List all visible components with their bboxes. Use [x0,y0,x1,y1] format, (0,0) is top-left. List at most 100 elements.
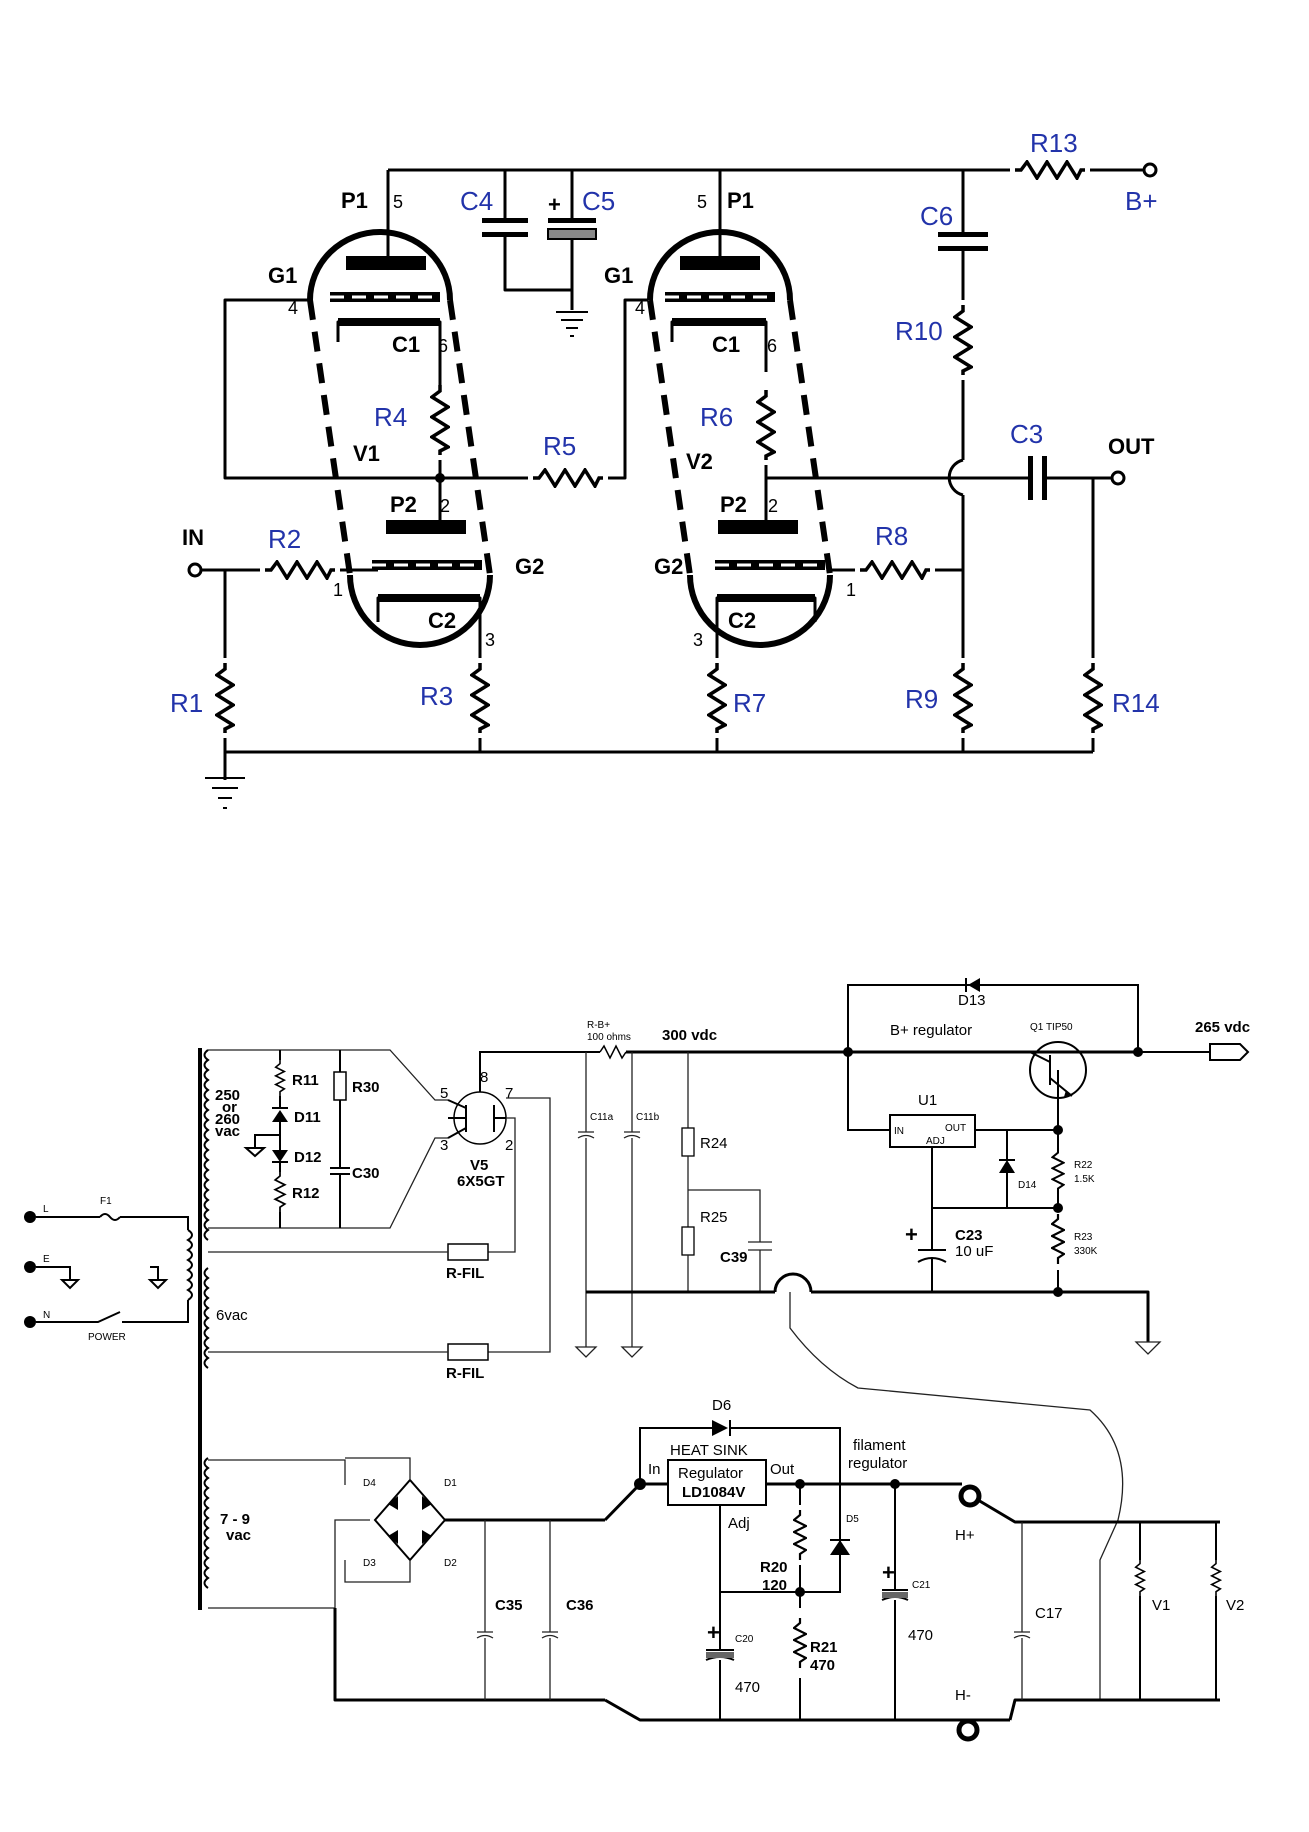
resistor-r24 [681,1127,695,1157]
label-lv-vac: vac [226,1527,251,1544]
label-c20-value: 470 [735,1679,760,1696]
resistor-r9 [953,661,973,735]
svg-text:2: 2 [440,496,450,516]
resistor-r20 [793,1508,807,1562]
label-r24: R24 [700,1135,728,1152]
label-d3: D3 [363,1558,376,1569]
resistor-rfil-2 [447,1343,489,1361]
label-c23-value: 10 uF [955,1243,993,1260]
v2-c1-label: C1 [712,332,740,357]
resistor-r1 [215,661,235,735]
power-supply-schematic: L E N F1 POWER 250 or 260 vac 6vac 7 - 9… [24,978,1250,1742]
label-rbplus-2: 100 ohms [587,1032,631,1043]
label-lv-7-9: 7 - 9 [220,1511,250,1528]
label-d6: D6 [712,1397,731,1414]
resistor-rfil-1 [447,1243,489,1261]
label-r3: R3 [420,681,453,711]
label-c4: C4 [460,186,493,216]
regulator-u1 [889,1114,976,1148]
svg-text:6: 6 [767,336,777,356]
svg-text:5: 5 [440,1085,448,1102]
resistor-r12 [274,1172,286,1212]
resistor-r5 [531,468,605,488]
v1-label: V1 [353,441,380,466]
label-hv-or: or [222,1099,237,1116]
v1-p2-label: P2 [390,492,417,517]
heater-v1 [1134,1560,1146,1596]
rectifier-tube-v5 [447,1091,507,1145]
h-plus-terminal[interactable] [958,1484,982,1508]
svg-text:1: 1 [846,580,856,600]
label-u1: U1 [918,1092,937,1109]
label-6x5gt: 6X5GT [457,1173,505,1190]
label-r22: R22 [1074,1160,1093,1171]
svg-text:5: 5 [393,192,403,212]
label-r10: R10 [895,316,943,346]
v2-p2-label: P2 [720,492,747,517]
tube-v2 [647,170,833,648]
label-heater-v2: V2 [1226,1597,1244,1614]
label-d12: D12 [294,1149,322,1166]
regulator-ld1084v [667,1459,767,1506]
label-d11: D11 [294,1109,321,1126]
label-r23-value: 330K [1074,1246,1098,1257]
label-r7: R7 [733,688,766,718]
label-c30: C30 [352,1165,380,1182]
svg-text:1: 1 [333,580,343,600]
label-hv-vac: vac [215,1123,240,1140]
label-c39: C39 [720,1249,748,1266]
label-filament: filament [853,1437,906,1454]
out-terminal[interactable] [1110,470,1126,486]
svg-text:2: 2 [505,1137,513,1154]
resistor-r-bplus [599,1044,627,1060]
in-terminal[interactable] [187,562,203,578]
label-regulator: Regulator [678,1465,743,1482]
bplus-terminal[interactable] [1142,162,1158,178]
resistor-r6 [756,388,776,462]
bridge-rectifier [373,1478,447,1562]
label-ld1084v: LD1084V [682,1484,745,1501]
svg-text:5: 5 [697,192,707,212]
v1-p1-label: P1 [341,188,368,213]
label-d14: D14 [1018,1180,1037,1191]
amplifier-schematic: R13 B+ C4 + C5 P1 5 G1 4 C1 6 V1 P2 2 G2… [170,128,1160,809]
v1-c2-label: C2 [428,608,456,633]
v2-p1-label: P1 [727,188,754,213]
label-r22-value: 1.5K [1074,1174,1095,1185]
v2-c2-label: C2 [728,608,756,633]
label-r12: R12 [292,1185,320,1202]
v2-label: V2 [686,449,713,474]
label-heat-sink: HEAT SINK [670,1442,748,1459]
label-c20: C20 [735,1634,754,1645]
label-r4: R4 [374,402,407,432]
resistor-r8 [858,560,932,580]
h-minus-terminal[interactable] [956,1718,980,1742]
label-d5: D5 [846,1514,859,1525]
label-r2: R2 [268,524,301,554]
svg-text:4: 4 [635,298,645,318]
label-r21: R21 [810,1639,838,1656]
label-c5: C5 [582,186,615,216]
resistor-r4 [430,383,450,457]
resistor-r25 [681,1226,695,1256]
resistor-r14 [1083,661,1103,735]
label-r20-value: 120 [762,1577,787,1594]
label-c21-value: 470 [908,1627,933,1644]
label-c11a: C11a [590,1112,614,1123]
resistor-r7 [707,661,727,735]
label-h-minus: H- [955,1687,971,1704]
svg-text:ADJ: ADJ [926,1136,945,1147]
label-c23: C23 [955,1227,983,1244]
svg-text:8: 8 [480,1069,488,1086]
label-r5: R5 [543,431,576,461]
label-rfil-1: R-FIL [446,1265,484,1282]
label-r13: R13 [1030,128,1078,158]
svg-text:+: + [548,192,561,217]
resistor-r22 [1051,1148,1065,1194]
label-h-plus: H+ [955,1527,975,1544]
label-c17: C17 [1035,1605,1063,1622]
label-mains-e: E [43,1254,50,1265]
tube-v1 [307,170,493,648]
svg-text:4: 4 [288,298,298,318]
svg-text:6: 6 [438,336,448,356]
